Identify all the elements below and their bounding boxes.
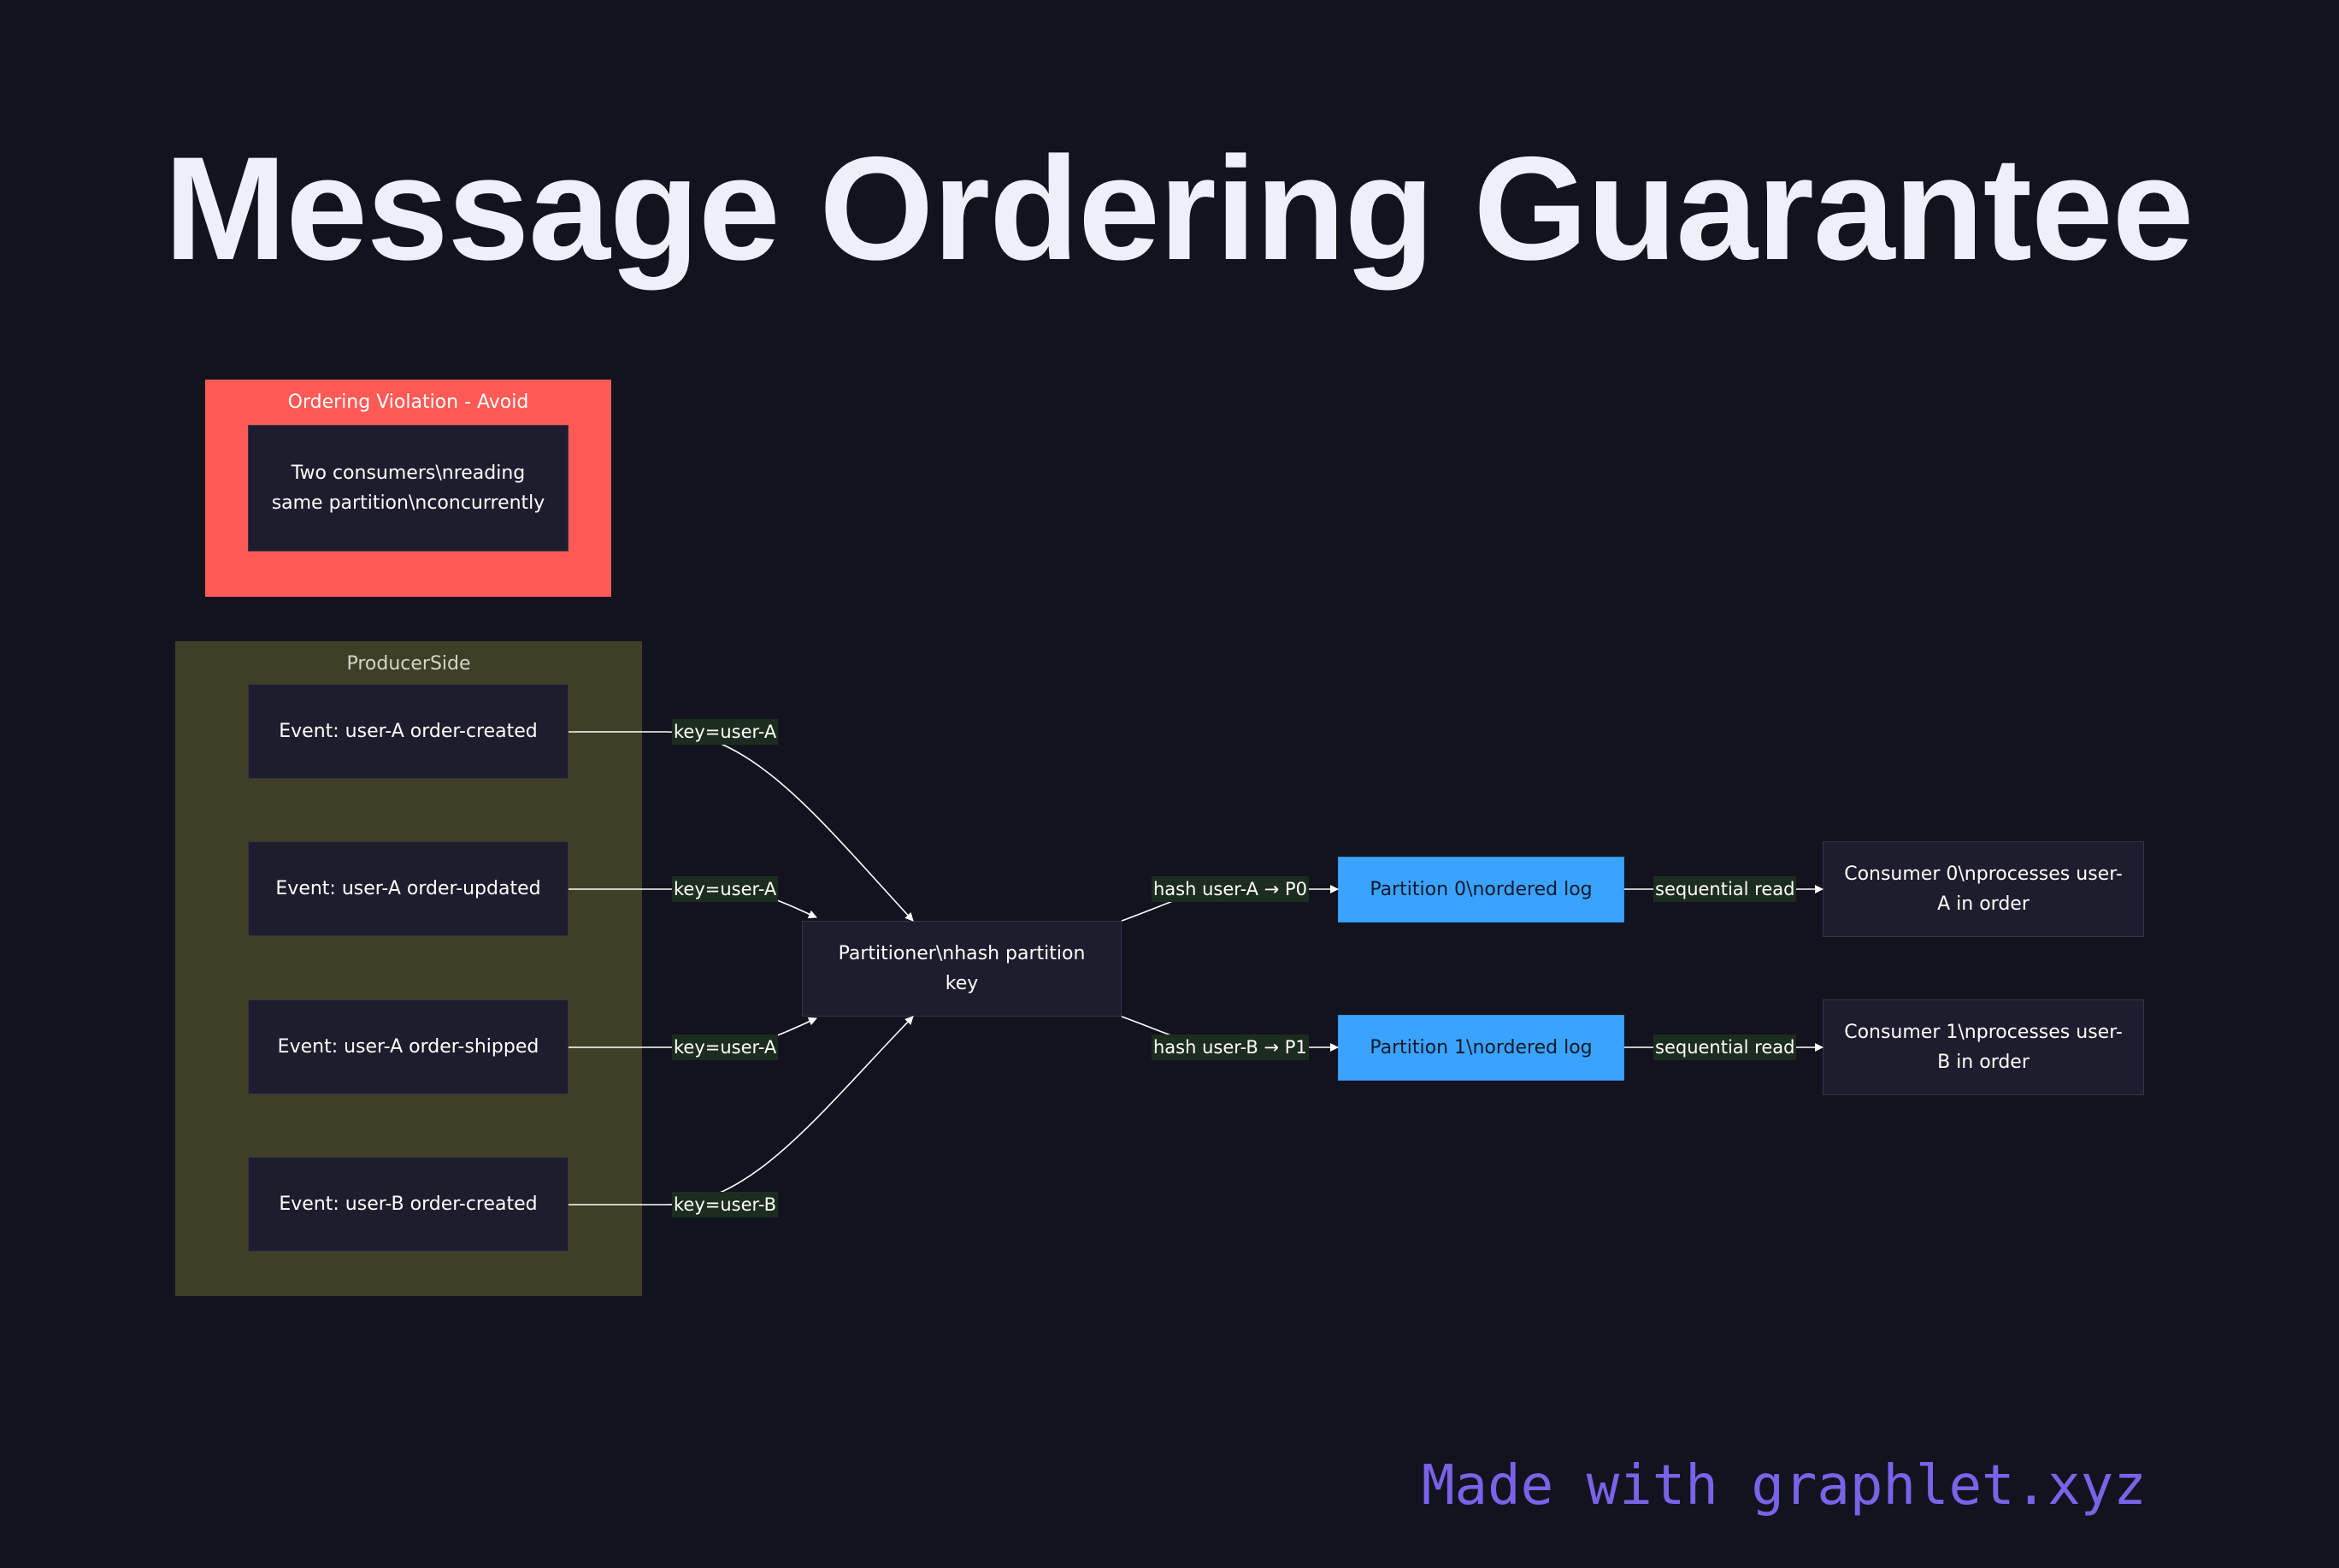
edge-label-key-user-a-2: key=user-A [672, 876, 779, 902]
partitioner-node[interactable]: Partitioner\nhash partition key [802, 921, 1122, 1017]
edge-label-sequential-read-1: sequential read [1653, 1035, 1797, 1060]
event-user-a-order-shipped-node[interactable]: Event: user-A order-shipped [248, 999, 569, 1094]
partition-0-node[interactable]: Partition 0\nordered log [1338, 857, 1624, 923]
consumer-1-node[interactable]: Consumer 1\nprocesses user-B in order [1823, 999, 2144, 1095]
partition-1-node[interactable]: Partition 1\nordered log [1338, 1015, 1624, 1081]
watermark-link[interactable]: Made with graphlet.xyz [1422, 1454, 2147, 1518]
violation-node[interactable]: Two consumers\nreading same partition\nc… [248, 425, 569, 551]
edge-label-hash-user-a: hash user-A → P0 [1152, 876, 1310, 902]
edge-label-key-user-a-3: key=user-A [672, 1035, 779, 1060]
page-title: Message Ordering Guarantee [164, 127, 2194, 291]
ordering-violation-cluster-title: Ordering Violation - Avoid [287, 392, 529, 413]
event-user-a-order-updated-node[interactable]: Event: user-A order-updated [248, 841, 569, 936]
edge-label-sequential-read-0: sequential read [1653, 876, 1797, 902]
consumer-0-node[interactable]: Consumer 0\nprocesses user-A in order [1823, 841, 2144, 937]
edge-label-hash-user-b: hash user-B → P1 [1152, 1035, 1309, 1060]
event-user-b-order-created-node[interactable]: Event: user-B order-created [248, 1157, 569, 1252]
edge-label-key-user-b: key=user-B [672, 1192, 779, 1217]
edge-label-key-user-a-1: key=user-A [672, 719, 779, 745]
event-user-a-order-created-node[interactable]: Event: user-A order-created [248, 684, 569, 779]
producer-side-cluster-title: ProducerSide [346, 653, 471, 675]
